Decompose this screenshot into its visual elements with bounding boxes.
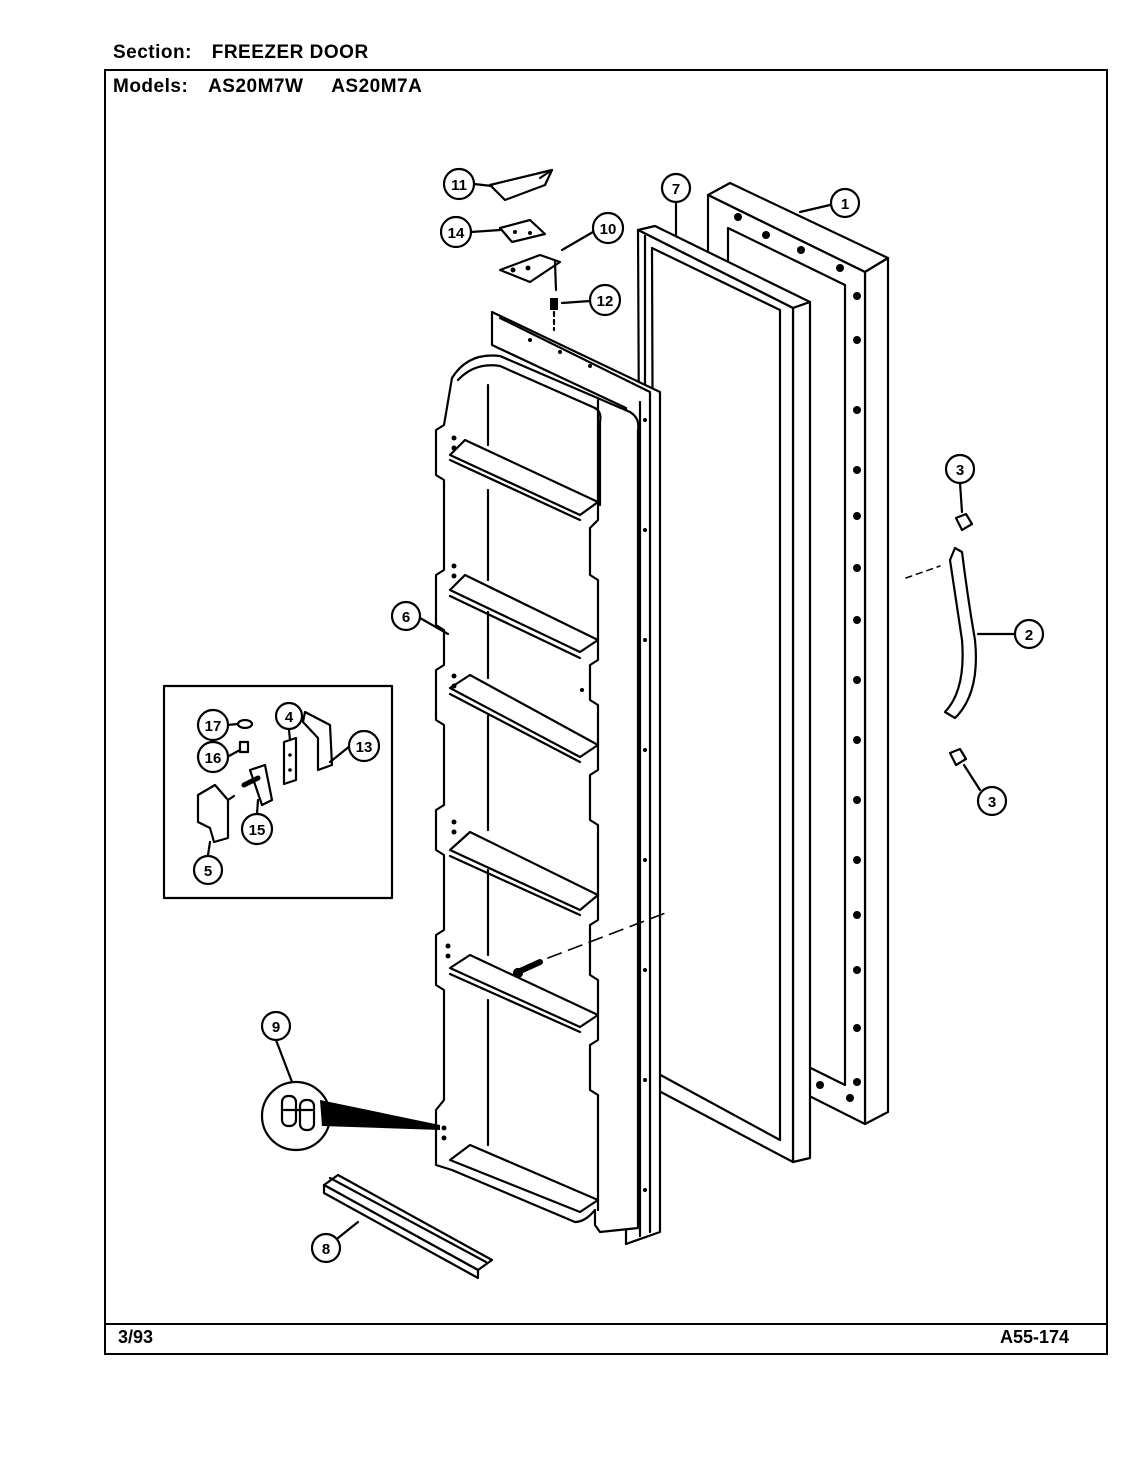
model-2: AS20M7A — [331, 76, 423, 97]
svg-text:4: 4 — [285, 709, 294, 726]
callout-15: 15 — [240, 798, 274, 846]
diagram-frame — [104, 69, 1108, 1355]
hinge-cap — [488, 168, 554, 202]
models-label: Models: — [113, 76, 189, 97]
models-header: Models: AS20M7W AS20M7A — [113, 76, 422, 98]
footer-divider — [104, 1323, 1108, 1325]
liner-screw — [512, 911, 669, 979]
callout-3-top: 3 — [944, 453, 976, 514]
callout-14: 14 — [439, 215, 502, 249]
callout-5: 5 — [192, 840, 224, 886]
callout-17: 17 — [196, 708, 240, 742]
callout-10: 10 — [560, 211, 625, 252]
inset-link — [301, 710, 334, 772]
inset-cam — [241, 763, 274, 807]
svg-text:2: 2 — [1025, 627, 1033, 644]
inset-hinge-bracket — [196, 783, 236, 844]
footer-code: A55-174 — [1000, 1327, 1070, 1347]
callout-11: 11 — [442, 167, 494, 201]
handle-end-cap-top — [954, 512, 974, 532]
svg-text:8: 8 — [322, 1241, 330, 1258]
callout-7: 7 — [660, 172, 692, 238]
svg-text:9: 9 — [272, 1019, 280, 1036]
section-label: Section: — [113, 42, 192, 63]
svg-text:7: 7 — [672, 181, 680, 198]
callout-6: 6 — [390, 600, 450, 636]
svg-text:11: 11 — [451, 177, 467, 194]
inset-plate — [282, 736, 298, 786]
callout-1: 1 — [798, 187, 861, 219]
handle-end-cap-bottom — [948, 747, 968, 767]
door-handle — [905, 546, 978, 720]
callout-4: 4 — [274, 701, 304, 742]
callout-2: 2 — [976, 618, 1045, 650]
inset-bushing — [236, 718, 254, 754]
callout-16: 16 — [196, 740, 242, 774]
svg-text:5: 5 — [204, 863, 212, 880]
model-1: AS20M7W — [208, 76, 304, 97]
svg-text:15: 15 — [249, 822, 266, 839]
section-header: Section: FREEZER DOOR — [113, 42, 369, 64]
svg-text:12: 12 — [597, 293, 614, 310]
svg-text:3: 3 — [988, 794, 996, 811]
hinge-pins-detail — [260, 1080, 440, 1152]
door-gasket — [636, 224, 812, 1164]
svg-text:17: 17 — [205, 718, 222, 735]
inner-door-liner — [434, 310, 669, 1246]
hinge-shim — [498, 218, 547, 244]
callout-3-bottom: 3 — [962, 763, 1008, 817]
section-value: FREEZER DOOR — [211, 42, 369, 63]
footer-date: 3/93 — [118, 1327, 154, 1347]
top-hinge — [498, 253, 562, 332]
callout-13: 13 — [328, 729, 381, 764]
svg-text:10: 10 — [600, 221, 617, 238]
callout-8: 8 — [310, 1220, 360, 1264]
callout-12: 12 — [560, 283, 622, 317]
svg-text:3: 3 — [956, 462, 964, 479]
inset-box — [162, 684, 394, 900]
bottom-trim — [322, 1173, 494, 1280]
svg-text:14: 14 — [448, 225, 465, 242]
callout-9: 9 — [260, 1010, 294, 1084]
svg-text:6: 6 — [402, 609, 410, 626]
svg-text:16: 16 — [205, 750, 222, 767]
svg-text:1: 1 — [841, 196, 849, 213]
svg-text:13: 13 — [356, 739, 373, 756]
